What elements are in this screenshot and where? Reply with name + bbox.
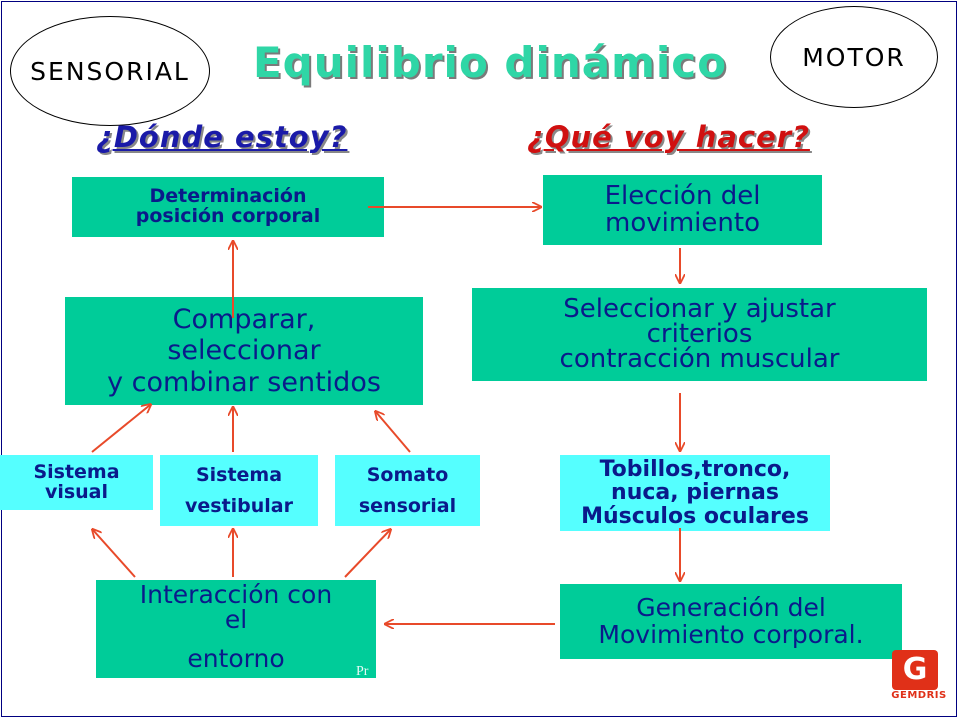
gemdris-logo: G GEMDRIS: [884, 650, 954, 706]
motor-ellipse: MOTOR: [770, 6, 938, 108]
footer-text: Pr: [356, 664, 369, 679]
question-right: ¿Qué voy hacer?: [527, 120, 810, 154]
slide-title: Equilibrio dinámico: [252, 38, 728, 87]
question-left: ¿Dónde estoy?: [96, 120, 348, 154]
sensorial-ellipse: SENSORIAL: [10, 16, 210, 126]
logo-name: GEMDRIS: [891, 690, 947, 701]
logo-g-icon: G: [892, 650, 938, 690]
